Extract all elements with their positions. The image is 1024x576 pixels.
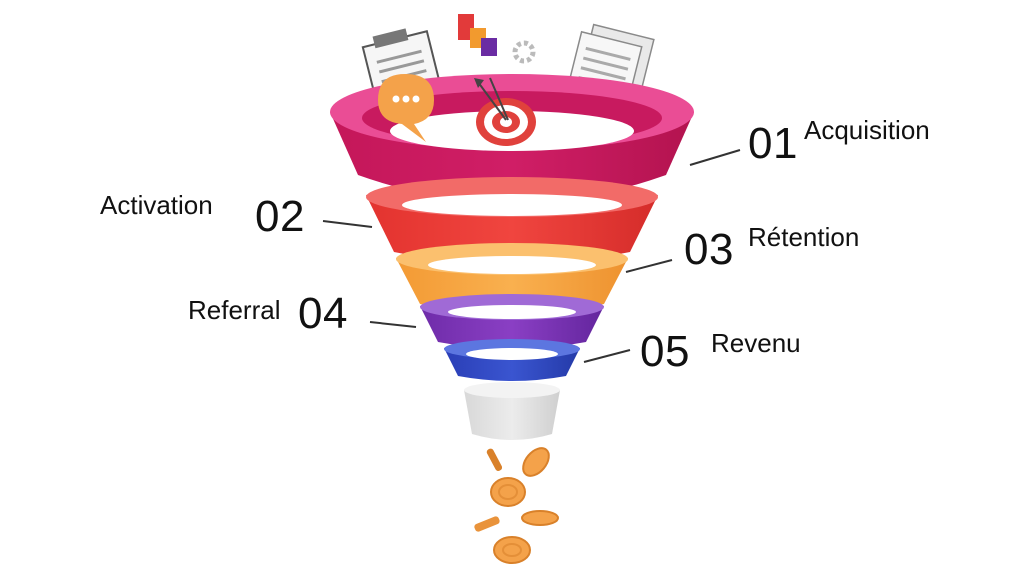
coin-icon: [522, 447, 550, 477]
leader-line-05: [583, 349, 631, 363]
funnel-stage-referral: [420, 294, 604, 349]
leader-line-01: [689, 149, 741, 166]
stage-number-05: 05: [640, 327, 690, 376]
target-icon: [474, 77, 536, 146]
coin-icon: [493, 536, 531, 564]
leader-line-02: [322, 220, 373, 228]
chat-bubble-icon: [378, 74, 434, 142]
coin-icon: [474, 516, 500, 532]
gear-icon: [512, 40, 536, 64]
stage-number-04: 04: [298, 289, 348, 338]
coin-icon: [490, 477, 526, 507]
stage-label-referral: Referral: [188, 295, 281, 325]
coin-icon: [521, 510, 559, 526]
stage-number-01: 01: [748, 119, 798, 168]
stage-label-retention: Rétention: [748, 222, 860, 252]
bar-chart-icon: [458, 14, 497, 56]
stage-number-02: 02: [255, 192, 305, 241]
funnel-stage-activation: [366, 177, 658, 264]
stage-label-revenu: Revenu: [711, 328, 801, 358]
leader-line-04: [369, 321, 417, 328]
coin-icon: [486, 448, 503, 471]
funnel-spout: [464, 382, 560, 440]
stage-number-03: 03: [684, 225, 734, 274]
stage-label-activation: Activation: [100, 190, 213, 220]
funnel-stage-revenu: [444, 339, 580, 381]
leader-line-03: [625, 259, 673, 273]
stage-label-acquisition: Acquisition: [804, 115, 930, 145]
